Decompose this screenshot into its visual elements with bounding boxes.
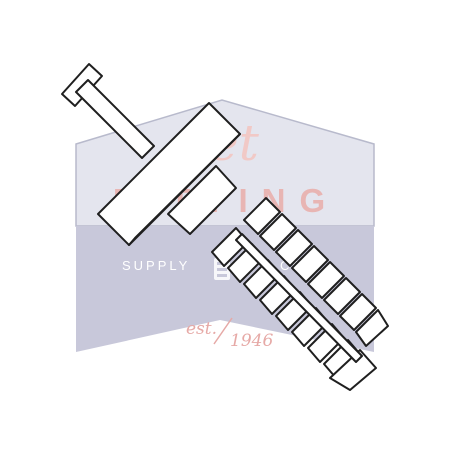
anchor-flange-edge bbox=[128, 133, 241, 246]
anchor-neck bbox=[167, 165, 237, 235]
watermark-est-label: est. bbox=[186, 319, 217, 339]
watermark-tagline-left: SUPPLY bbox=[122, 258, 190, 273]
watermark-est-slash bbox=[213, 317, 233, 345]
anchor-tip bbox=[329, 349, 377, 391]
pin-shaft bbox=[75, 79, 155, 159]
plastic-wall-anchor-with-pin-icon bbox=[61, 63, 389, 391]
watermark-est-year: 1946 bbox=[230, 331, 273, 351]
anchor-split-slot bbox=[235, 233, 363, 363]
